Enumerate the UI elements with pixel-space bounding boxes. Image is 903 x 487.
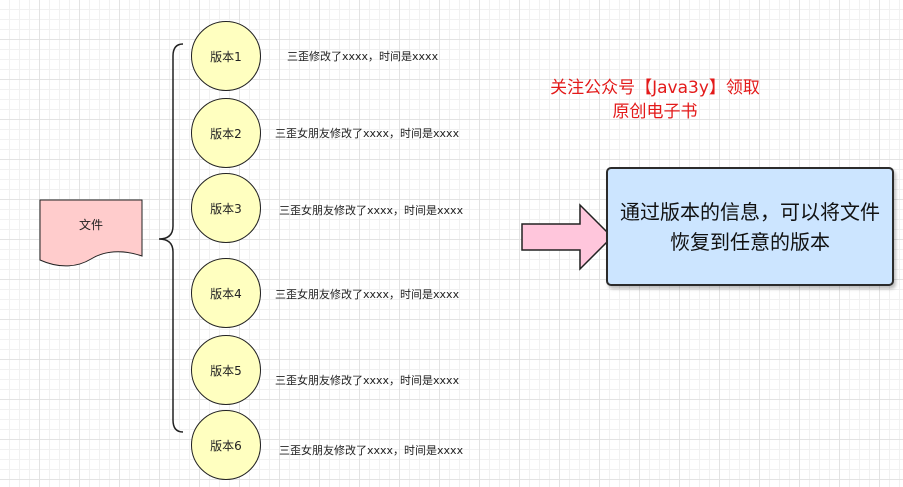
version-node-2: 版本2	[191, 98, 261, 168]
version-description-4: 三歪女朋友修改了xxxx，时间是xxxx	[275, 288, 460, 301]
promo-text: 关注公众号【Java3y】领取 原创电子书	[500, 76, 810, 124]
promo-line-1: 关注公众号【Java3y】领取	[550, 78, 760, 98]
version-node-4: 版本4	[191, 258, 261, 328]
version-description-2: 三歪女朋友修改了xxxx，时间是xxxx	[275, 127, 460, 140]
info-box: 通过版本的信息，可以将文件恢复到任意的版本	[606, 167, 894, 286]
version-description-6: 三歪女朋友修改了xxxx，时间是xxxx	[279, 444, 464, 457]
version-node-6: 版本6	[191, 410, 261, 480]
info-box-text: 通过版本的信息，可以将文件恢复到任意的版本	[620, 199, 880, 254]
version-node-5: 版本5	[191, 335, 261, 405]
promo-line-2: 原创电子书	[612, 102, 698, 122]
version-node-3: 版本3	[191, 173, 261, 243]
version-description-3: 三歪女朋友修改了xxxx，时间是xxxx	[279, 204, 464, 217]
version-description-1: 三歪修改了xxxx，时间是xxxx	[287, 50, 439, 63]
version-brace	[158, 43, 184, 433]
version-node-1: 版本1	[191, 21, 261, 91]
document-shape	[39, 199, 143, 267]
block-arrow	[521, 203, 614, 271]
version-description-5: 三歪女朋友修改了xxxx，时间是xxxx	[275, 374, 460, 387]
document-label: 文件	[78, 218, 103, 232]
